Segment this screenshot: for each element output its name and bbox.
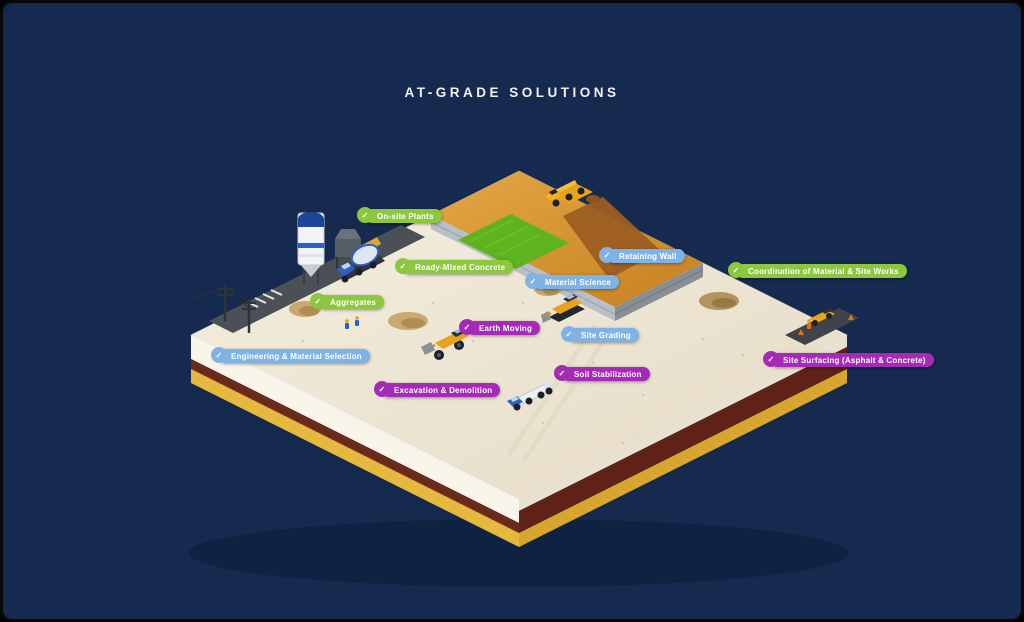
platform-side-right bbox=[519, 335, 847, 547]
workers bbox=[345, 316, 811, 329]
terrace-top bbox=[431, 171, 703, 307]
crosswalk bbox=[246, 289, 283, 308]
page-title: AT-GRADE SOLUTIONS bbox=[404, 85, 620, 100]
worker bbox=[355, 316, 359, 326]
asphalt-paver bbox=[785, 307, 859, 345]
ground-shadow bbox=[189, 519, 849, 587]
mixer-truck bbox=[337, 243, 385, 283]
platform-side-left bbox=[191, 335, 519, 547]
worker bbox=[807, 319, 811, 329]
worker bbox=[345, 319, 349, 329]
isometric-site-illustration bbox=[189, 170, 859, 587]
bulldozer bbox=[541, 294, 585, 323]
dump-truck bbox=[545, 180, 600, 207]
concrete-silo bbox=[297, 212, 325, 284]
power-lines bbox=[192, 285, 256, 333]
aggregate-piles bbox=[289, 282, 739, 330]
tanker-truck bbox=[507, 382, 554, 411]
grass-patch bbox=[458, 214, 569, 269]
